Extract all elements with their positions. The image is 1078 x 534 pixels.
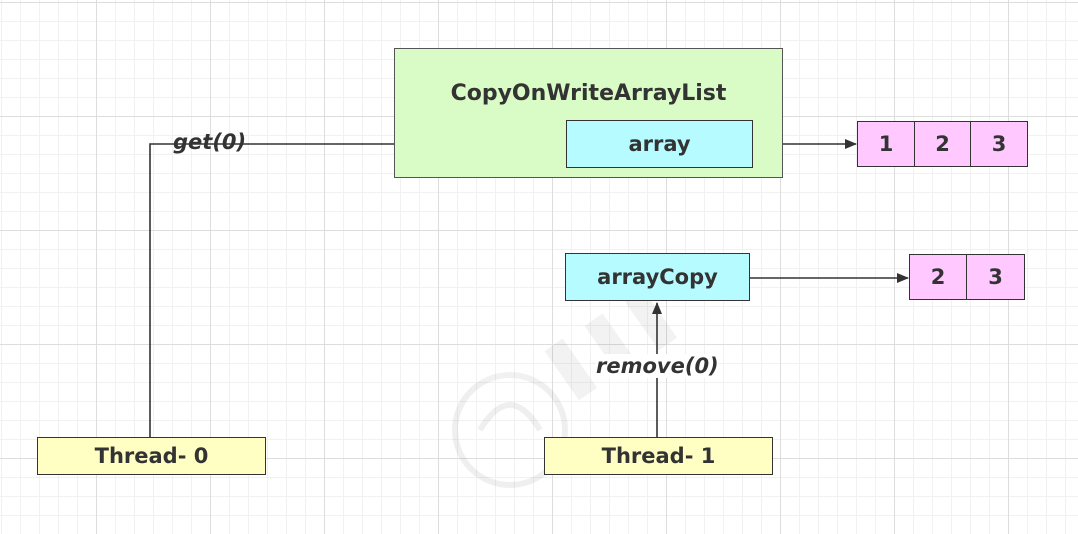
array-element: 2 (914, 121, 971, 167)
array-element: 3 (970, 121, 1028, 167)
copied-array: 2 3 (909, 254, 1025, 300)
array-element: 1 (857, 121, 915, 167)
array-reference-box: array (566, 120, 753, 168)
thread-0-box: Thread- 0 (37, 437, 266, 475)
get-operation-label: get(0) (173, 130, 247, 154)
container-title: CopyOnWriteArrayList (450, 81, 727, 106)
copy-element: 3 (966, 254, 1025, 300)
get-arrow (149, 139, 566, 437)
thread-1-box: Thread- 1 (544, 437, 773, 475)
array-reference-label: array (628, 132, 691, 156)
thread-1-label: Thread- 1 (601, 444, 716, 468)
copy-element: 2 (909, 254, 967, 300)
original-array: 1 2 3 (857, 121, 1028, 167)
remove-operation-label: remove(0) (596, 354, 719, 378)
array-copy-reference-label: arrayCopy (597, 265, 718, 289)
array-copy-reference-box: arrayCopy (565, 253, 750, 301)
thread-0-label: Thread- 0 (94, 444, 209, 468)
